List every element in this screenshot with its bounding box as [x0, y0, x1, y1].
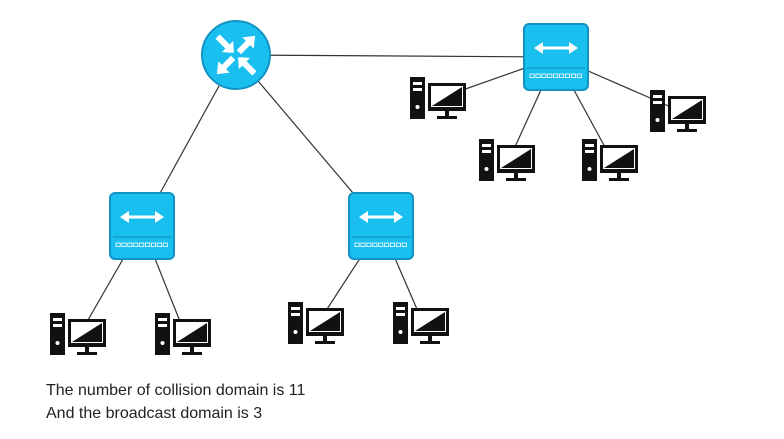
nodes-layer: [50, 20, 706, 355]
switch-middle: [348, 192, 414, 260]
pc-4: [582, 139, 638, 181]
pc-3: [479, 139, 535, 181]
switch-icon: [348, 192, 414, 260]
pc-7: [288, 302, 344, 344]
router-icon: [201, 20, 271, 90]
computer-icon: [155, 313, 211, 355]
switch-left: [109, 192, 175, 260]
pc-1: [410, 77, 466, 119]
computer-icon: [393, 302, 449, 344]
computer-icon: [650, 90, 706, 132]
computer-icon: [582, 139, 638, 181]
link-router-switch-right: [235, 54, 557, 58]
pc-6: [155, 313, 211, 355]
pc-5: [50, 313, 106, 355]
collision-domain-caption: The number of collision domain is 11: [46, 382, 306, 399]
computer-icon: [479, 139, 535, 181]
pc-8: [393, 302, 449, 344]
computer-icon: [50, 313, 106, 355]
broadcast-domain-caption: And the broadcast domain is 3: [46, 405, 263, 422]
computer-icon: [410, 77, 466, 119]
switch-icon: [523, 23, 589, 91]
router: [201, 20, 271, 90]
pc-2: [650, 90, 706, 132]
switch-right: [523, 23, 589, 91]
switch-icon: [109, 192, 175, 260]
computer-icon: [288, 302, 344, 344]
